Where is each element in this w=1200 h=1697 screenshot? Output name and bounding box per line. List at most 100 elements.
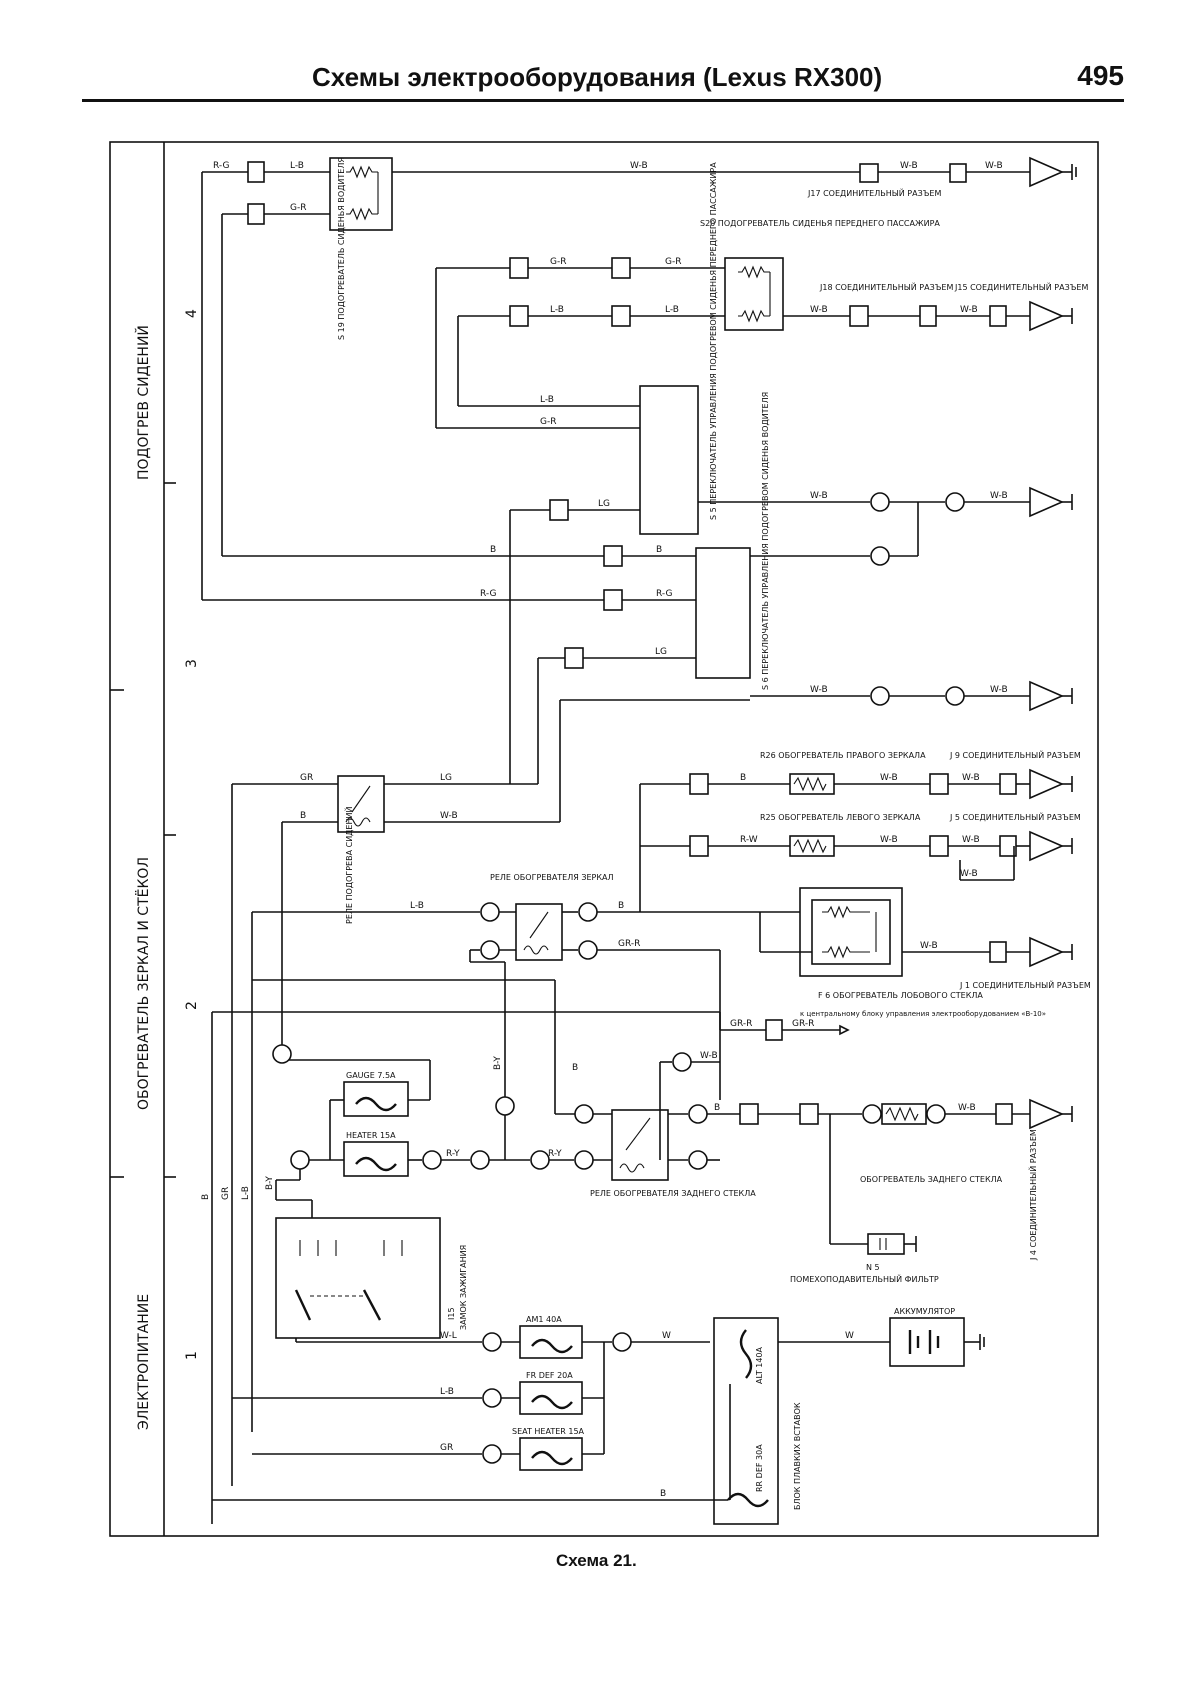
connector-block (247, 203, 265, 225)
wire-label: W-B (960, 305, 978, 315)
wire-label: G-R (290, 203, 306, 213)
wire-label: GR (300, 773, 313, 783)
section-seat-heating: ПОДОГРЕВ СИДЕНИЙ (134, 325, 152, 480)
fuse-seat-heater-label: SEAT HEATER 15A (512, 1427, 585, 1436)
ignition-label: ЗАМОК ЗАЖИГАНИЯ (459, 1245, 468, 1330)
column-number-4: 4 (184, 309, 200, 318)
junction-j1-label: J 1 СОЕДИНИТЕЛЬНЫЙ РАЗЪЕМ (959, 979, 1091, 990)
wire-label: L-B (440, 1387, 454, 1397)
driver-seat-switch (695, 547, 751, 679)
rear-defog-relay (611, 1109, 669, 1181)
column-number-1: 1 (184, 1351, 200, 1360)
wire-label: W-B (700, 1051, 718, 1061)
wire-label: R-G (656, 589, 672, 599)
wire-label: R-Y (446, 1149, 460, 1159)
right-mirror-label: R26 ОБОГРЕВАТЕЛЬ ПРАВОГО ЗЕРКАЛА (760, 751, 926, 760)
fuse-block-label: БЛОК ПЛАВКИХ ВСТАВОК (793, 1402, 802, 1510)
junction-j4 (995, 1103, 1013, 1125)
wire-label: GR (221, 1187, 231, 1200)
fuse-heater-label: HEATER 15A (346, 1131, 396, 1140)
wire-label: R-W (740, 835, 758, 845)
seat-heater-relay (337, 775, 385, 833)
driver-seat-heater (329, 157, 393, 231)
wire-label: W (845, 1331, 854, 1341)
wire-label: W-B (880, 835, 898, 845)
wire-label: GR-R (618, 939, 640, 949)
fuse-rr-def-label: RR DEF 30A (755, 1444, 764, 1492)
fuse-gauge (343, 1081, 409, 1117)
section-mirror-glass-heater: ОБОГРЕВАТЕЛЬ ЗЕРКАЛ И СТЁКОЛ (134, 857, 152, 1110)
wire-label: G-R (540, 417, 556, 427)
figure-caption: Схема 21. (556, 1551, 637, 1570)
page-title: Схемы электрооборудования (Lexus RX300) (312, 62, 883, 92)
wire-label: LG (598, 499, 610, 509)
ground-symbol (1029, 486, 1064, 518)
ground-symbol (1029, 680, 1064, 712)
fuse-fr-def (519, 1381, 583, 1415)
wire-label: W-B (990, 685, 1008, 695)
ignition-code: I15 (447, 1307, 456, 1320)
wire-label: W-B (630, 161, 648, 171)
passenger-seat-switch-label: S 5 ПЕРЕКЛЮЧАТЕЛЬ УПРАВЛЕНИЯ ПОДОГРЕВОМ … (709, 162, 718, 520)
wire-label: W-B (440, 811, 458, 821)
rear-defogger-label: ОБОГРЕВАТЕЛЬ ЗАДНЕГО СТЕКЛА (860, 1175, 1003, 1184)
wire-label: B (660, 1489, 666, 1499)
ground-symbol (1029, 1098, 1064, 1130)
wire-label: B-Y (493, 1056, 503, 1070)
junction-j1 (989, 941, 1007, 963)
fuse-am1 (519, 1325, 583, 1359)
driver-seat-switch-label: S 6 ПЕРЕКЛЮЧАТЕЛЬ УПРАВЛЕНИЯ ПОДОГРЕВОМ … (761, 392, 770, 690)
ecu-note: к центральному блоку управления электроо… (800, 1010, 1046, 1018)
junction-j15-label: J15 СОЕДИНИТЕЛЬНЫЙ РАЗЪЕМ (954, 281, 1088, 292)
mirror-heater-relay-label: РЕЛЕ ОБОГРЕВАТЕЛЯ ЗЕРКАЛ (490, 873, 614, 882)
wire-label: GR-R (730, 1019, 752, 1029)
wire-label: W-B (958, 1103, 976, 1113)
wire-label: W-B (900, 161, 918, 171)
junction-j15 (989, 305, 1007, 327)
wire-label: L-B (410, 901, 424, 911)
header-rule (82, 99, 1124, 102)
noise-filter-label: ПОМЕХОПОДАВИТЕЛЬНЫЙ ФИЛЬТР (790, 1273, 939, 1284)
rear-defogger (881, 1103, 927, 1125)
fuse-fr-def-label: FR DEF 20A (526, 1371, 573, 1380)
fuse-alt-label: ALT 140A (755, 1346, 764, 1384)
left-mirror-heater (789, 835, 835, 857)
wire-label: W-B (880, 773, 898, 783)
fuse-block (713, 1317, 779, 1525)
wire-label: W-B (920, 941, 938, 951)
junction-j17 (859, 163, 879, 183)
ignition-switch (275, 1217, 441, 1339)
wire-label: GR (440, 1443, 453, 1453)
windshield-heater-label: F 6 ОБОГРЕВАТЕЛЬ ЛОБОВОГО СТЕКЛА (818, 991, 983, 1000)
wire-label: R-Y (548, 1149, 562, 1159)
wire-label: L-B (290, 161, 304, 171)
passenger-seat-switch (639, 385, 699, 535)
wire-label: G-R (665, 257, 681, 267)
wire-label: W-B (810, 305, 828, 315)
ground-symbol (1029, 936, 1064, 968)
wire-label: R-G (480, 589, 496, 599)
wire-label: B (618, 901, 624, 911)
junction-j18-label: J18 СОЕДИНИТЕЛЬНЫЙ РАЗЪЕМ (819, 281, 953, 292)
fuse-seat-heater (519, 1437, 583, 1471)
battery-label: АККУМУЛЯТОР (894, 1307, 955, 1316)
wire-label: B (300, 811, 306, 821)
wire-label: W-B (960, 869, 978, 879)
column-number-3: 3 (184, 659, 200, 668)
wire-label: B-Y (265, 1176, 275, 1190)
wire-label: W-B (985, 161, 1003, 171)
connector-block (247, 161, 265, 183)
page-number: 495 (1077, 60, 1124, 91)
wire-label: L-B (540, 395, 554, 405)
junction-j5-label: J 5 СОЕДИНИТЕЛЬНЫЙ РАЗЪЕМ (949, 811, 1081, 822)
mirror-heater-relay (515, 903, 563, 961)
wire-label: B (714, 1103, 720, 1113)
wire-label: B (572, 1063, 578, 1073)
wire-label: LG (655, 647, 667, 657)
wire-label: W (662, 1331, 671, 1341)
wire-label: W-B (962, 773, 980, 783)
wire-label: B (656, 545, 662, 555)
wire-label: W-B (810, 685, 828, 695)
ground-symbol (1029, 156, 1064, 188)
